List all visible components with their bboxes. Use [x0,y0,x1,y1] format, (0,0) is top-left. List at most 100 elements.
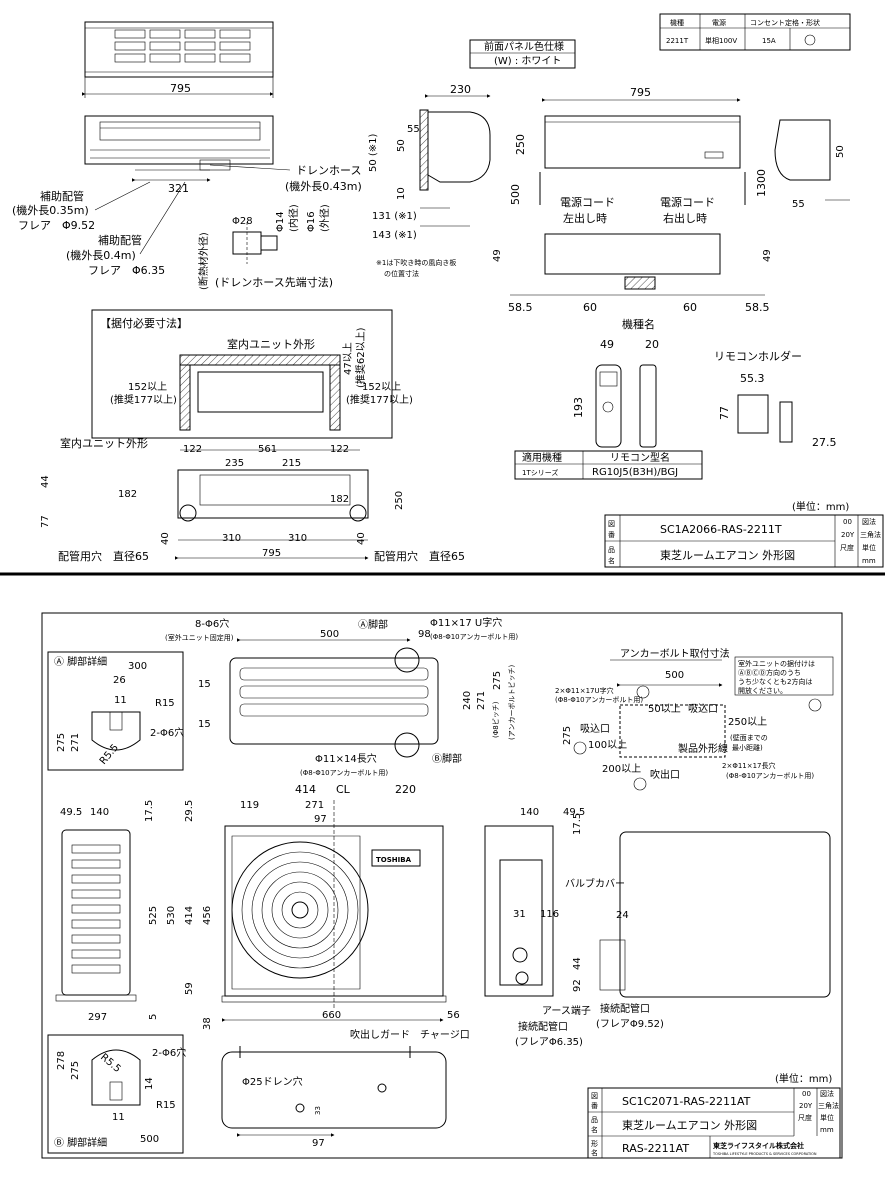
dim-phi28: Φ28 [232,216,253,227]
side-24: 24 [616,910,629,921]
dim-60-right: 60 [683,301,697,314]
front-guard: 吹出しガード [350,1028,410,1041]
anchor-blow: 吹出口 [650,768,680,781]
cord-left-line1: 電源コード [560,195,615,209]
dim-back-44: 44 [40,475,51,488]
indoor-drawing-name: 東芝ルームエアコン 外形図 [660,549,795,562]
side-44: 44 [572,957,583,970]
dim-500: 500 [509,184,522,205]
outlet-shape-icon [804,34,816,46]
plan-15a: 15 [198,679,211,690]
outdoor-plan-view: 8-Φ6穴 (室外ユニット固定用) Ⓐ脚部 Φ11×17 U字穴 (Φ8-Φ10… [165,616,518,777]
left-495: 49.5 [60,807,82,818]
indoor-right-side: 50 55 [774,119,850,210]
front-220: 220 [395,783,416,796]
spec-table: 機種 電源 コンセント定格・形状 2211T 単相100V 15A [659,13,851,51]
anchor-100: 100以上 [588,739,627,751]
front-brand: TOSHIBA [376,856,412,864]
leg-b-278: 278 [56,1051,67,1070]
indoor-unit-note: (単位：mm) [792,500,849,513]
outdoor-bottom-view: Φ25ドレン穴 33 97 [221,1046,447,1149]
outdoor-right-side: 140 49.5 17.5 31 116 バルブカバー 44 92 アース端子 … [484,807,831,1048]
anchor-intake: 吸込口 [580,723,610,735]
side-116: 116 [540,909,559,920]
dim-10: 10 [396,187,407,200]
indoor-tb-c2: 図法 [862,517,876,526]
dim-49-right: 49 [762,249,773,262]
side-liquid-flare: (フレアΦ9.52) [596,1019,664,1030]
front-97: 97 [314,814,327,825]
dim-remote-height: 193 [572,397,585,418]
dim-remote-width: 49 [600,338,614,351]
back-plate-title: 室内ユニット外形 [60,436,148,450]
side-31: 31 [513,909,526,920]
dim-49-left: 49 [492,249,503,262]
anchor-note-b: ⒶⒷⒸⒹ方向のうち [738,668,801,677]
install-unit-outline: 室内ユニット外形 [227,337,315,351]
side-gas-flare: (フレアΦ6.35) [515,1037,583,1048]
outdoor-left-side: 49.5 140 17.5 525 530 297 5 [55,800,177,1023]
anchor-500: 500 [665,670,684,681]
plan-pitch-b: (アンカーボルトピッチ) [508,665,516,740]
front-59: 59 [184,982,195,995]
dim-back-310-left: 310 [222,533,241,544]
remote-control-views: 49 20 193 リモコンホルダー 55.3 77 27.5 適用機種 リモコ… [514,338,837,480]
spec-header-model: 機種 [670,18,684,27]
outdoor-tb-r2a: 品 [591,1116,598,1124]
leg-a-300: 300 [128,661,147,672]
side-92: 92 [572,979,583,992]
leg-a-11: 11 [114,695,127,706]
dim-back-795: 795 [262,548,281,559]
spec-header-power: 電源 [712,18,726,27]
indoor-tb-c6: 単位 [862,543,876,552]
plan-leg-a: Ⓐ脚部 [358,618,388,631]
outdoor-tb-c5: 尺度 [798,1113,812,1122]
side-liquid: 接続配管口 [600,1002,650,1015]
panel-color-value: (W) : ホワイト [494,55,561,67]
left-530: 530 [166,906,177,925]
flare1-label: フレア Φ9.52 [18,219,95,232]
plan-slot: Φ11×17 U字穴 [430,616,502,629]
outdoor-front-view: 414 CL 220 119 271 97 29.5 414 456 59 38… [184,783,470,1041]
panel-color-box: 前面パネル色仕様 (W) : ホワイト [469,39,576,69]
anchor-note-d: 開放ください。 [738,686,787,695]
dim-phi14-note: (内径) [287,204,300,232]
install-top-rec: (推奨62以上) [354,327,367,388]
note1-line-a: ※1は下吹き時の風向き板 [376,258,456,267]
indoor-drawing-code: SC1A2066-RAS-2211T [660,523,782,536]
pipe-hole-left: 配管用穴 直径65 [58,549,149,563]
indoor-pipe-callouts: ドレンホース (機外長0.43m) 補助配管 (機外長0.35m) フレア Φ9… [12,164,362,277]
drain-hose-length: (機外長0.43m) [285,179,362,193]
leg-b-r55: R5.5 [98,1052,123,1075]
dim-321: 321 [168,182,189,195]
dim-back-182b: 182 [330,494,349,505]
install-left-rec: (推奨177以上) [110,393,177,406]
dim-back-77: 77 [40,515,51,528]
outdoor-tb-c7: mm [820,1126,834,1134]
plan-pitch-a: (Φ8ピッチ) [492,701,500,738]
plan-500: 500 [320,629,339,640]
leg-a-275: 275 [56,733,67,752]
leg-b-500: 500 [140,1134,159,1145]
outdoor-tb-c4: 三角法 [818,1101,839,1110]
indoor-underside: 49 49 58.5 60 60 58.5 機種名 [492,233,773,331]
dim-front-width: 795 [170,82,191,95]
install-requirements: 【据付必要寸法】 室内ユニット外形 47以上 (推奨62以上) 152以上 (推… [91,309,413,439]
indoor-tb-r2a: 品 [608,546,615,554]
left-175: 17.5 [144,800,155,822]
indoor-side-view: 230 55 50 (※1) 50 10 131 (※1) 143 (※1) ※… [368,83,491,278]
side-valve: バルブカバー [565,877,625,890]
side-earth: アース端子 [542,1004,591,1017]
install-top-min: 47以上 [342,342,354,375]
drain-tip-detail: Φ28 (断熱材外径) Φ14 (内径) Φ16 (外径) (ドレンホース先端寸… [197,204,333,290]
dim-55b: 55 [792,199,805,210]
heat-insulation-label: (断熱材外径) [197,232,210,290]
dim-50a: 50 [396,139,407,152]
model-name-label: 機種名 [622,317,655,331]
anchor-wall-b: 最小距離) [732,743,763,752]
dim-55: 55 [407,124,420,135]
anchor-wall-a: (壁面までの [730,733,768,742]
leg-detail-b: 278 275 R5.5 2-Φ6穴 14 11 R15 500 Ⓑ 脚部詳細 [47,1034,186,1154]
